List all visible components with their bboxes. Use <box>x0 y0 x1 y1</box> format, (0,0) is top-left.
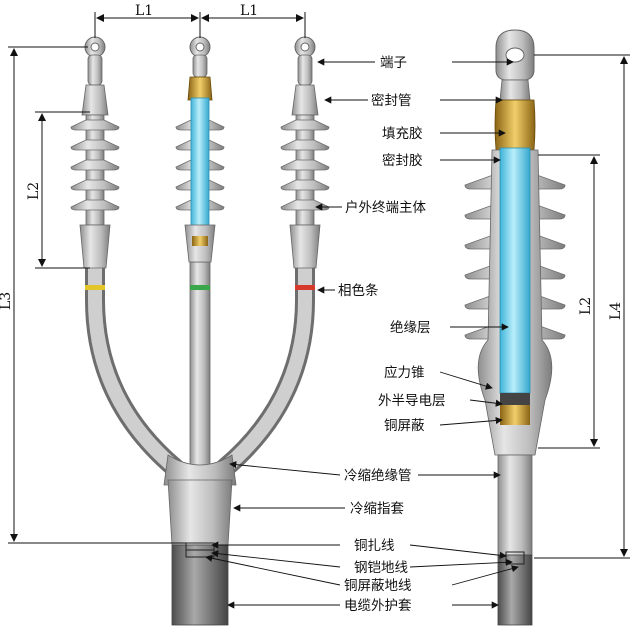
dim-l2-right: L2 <box>578 297 594 315</box>
middle-branch-cable <box>189 261 211 473</box>
copper-shield-layer <box>500 405 530 425</box>
dimensions <box>8 12 630 559</box>
insulation-layer <box>499 147 531 394</box>
cable-jacket-right <box>497 554 533 626</box>
cable-jacket-left <box>171 544 229 626</box>
label-seal-glue: 密封胶 <box>382 152 423 169</box>
cold-shrink-finger <box>167 479 233 546</box>
dim-l1-left: L1 <box>135 3 153 19</box>
terminal-left <box>70 36 120 269</box>
label-phase-strip: 相色条 <box>338 282 379 299</box>
label-outdoor-body: 户外终端主体 <box>345 199 426 216</box>
dim-l1-right: L1 <box>240 3 258 19</box>
label-cable-jacket: 电缆外护套 <box>344 598 412 614</box>
label-outer-semicon: 外半导电层 <box>378 393 446 409</box>
label-cold-shrink-finger: 冷缩指套 <box>350 501 404 517</box>
phase-strip-green <box>190 285 210 290</box>
terminal-middle-cutaway <box>175 36 225 263</box>
label-steel-armor-ground: 钢铠地线 <box>354 560 408 576</box>
dim-l4: L4 <box>608 302 624 320</box>
dim-l2-left: L2 <box>26 182 42 200</box>
label-stress-cone: 应力锥 <box>384 364 425 381</box>
label-filler: 填充胶 <box>382 125 423 142</box>
terminal-right <box>280 36 330 269</box>
phase-strip-yellow <box>85 285 105 290</box>
dim-l3: L3 <box>0 292 14 310</box>
label-copper-binding: 铜扎线 <box>354 538 395 554</box>
single-core-cutaway <box>464 29 566 626</box>
breakout-crotch <box>163 454 237 486</box>
label-shield-ground: 铜屏蔽地线 <box>344 578 412 594</box>
label-insulation: 绝缘层 <box>390 320 431 336</box>
outer-semicon-layer <box>500 393 530 405</box>
label-copper-shield: 铜屏蔽 <box>384 418 425 434</box>
three-core-assembly <box>70 36 330 626</box>
label-terminal: 端子 <box>380 55 407 71</box>
callout-leaders <box>205 58 519 609</box>
label-seal-tube: 密封管 <box>371 92 412 109</box>
label-cold-shrink-tube: 冷缩绝缘管 <box>344 468 412 484</box>
filler-conductor <box>494 99 536 151</box>
phase-strip-red <box>295 285 315 290</box>
